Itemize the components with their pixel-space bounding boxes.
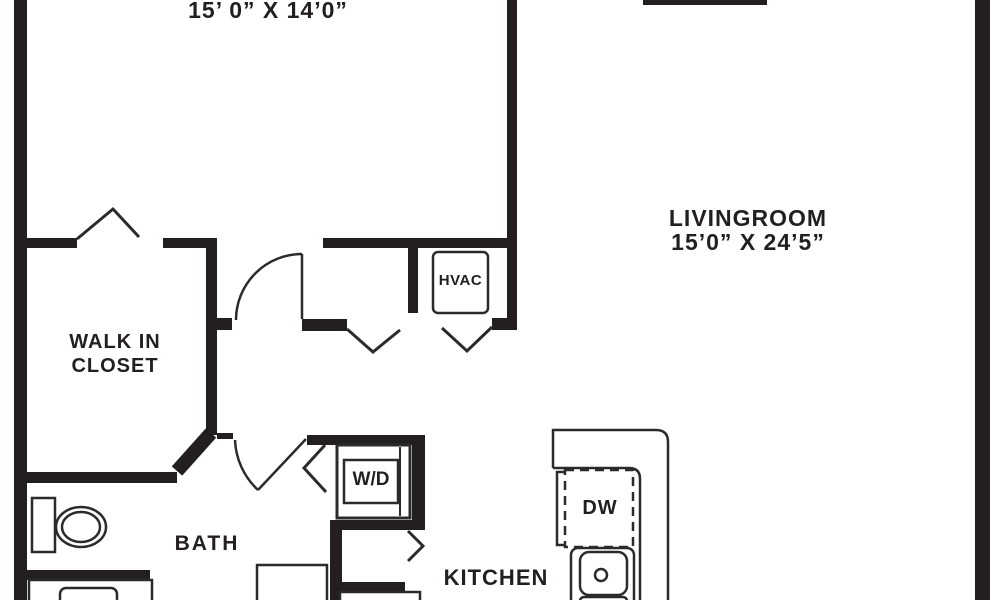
opening-markers [76, 206, 494, 563]
stove [338, 590, 422, 600]
bathtub [255, 563, 329, 600]
hvac-unit-box [431, 250, 490, 315]
left-exterior-wall [14, 0, 27, 600]
vanity-sink [58, 586, 119, 600]
bedroom-door-arc [234, 252, 303, 321]
bath-door-leaf [257, 438, 307, 491]
bath-label: BATH [174, 532, 240, 555]
walls [14, 0, 990, 600]
kitchen-sink-basin-bottom [578, 595, 629, 600]
kitchen-opening-chevron [406, 529, 426, 563]
top-wall-sliver [643, 0, 767, 5]
dishwasher-label: DW [582, 497, 618, 519]
bedroom-south-wall [302, 319, 347, 331]
closet-opening-chevron [76, 206, 141, 241]
wd-closet-right-wall [412, 435, 425, 530]
bath-kitchen-wall [330, 520, 342, 600]
dishwasher-box [563, 468, 635, 549]
bedroom-dimensions-label: 15’ 0” X 14’0” [188, 0, 348, 23]
bath-top-wall [27, 472, 177, 483]
kitchen-sink [569, 546, 636, 600]
divider-wall-foot [492, 318, 517, 330]
bath-door-arc [233, 439, 259, 491]
walk-in-closet-label: WALK IN CLOSET [60, 330, 170, 378]
livingroom-name: LIVINGROOM [668, 205, 828, 231]
wd-closet-opening-chevron [301, 443, 328, 494]
kitchen-south-wall [330, 582, 405, 592]
closet-right-wall [206, 238, 217, 435]
closet-angled-wall [171, 428, 217, 476]
hvac-opening-chevron [440, 325, 494, 354]
counter-outer-edge [551, 428, 670, 600]
wd-closet-bottom-wall [330, 520, 425, 530]
bedroom-closet-opening-chevron [346, 327, 401, 354]
right-exterior-wall [975, 0, 990, 600]
closet-top-wall-right [163, 238, 217, 248]
vanity-wall [27, 570, 150, 580]
livingroom-label: LIVINGROOM 15’0” X 24’5” [648, 206, 848, 254]
hvac-label: HVAC [438, 272, 483, 289]
wd-inner-box [342, 458, 400, 505]
walk-in-closet-line2: CLOSET [71, 355, 159, 377]
toilet-bowl-inner [60, 510, 102, 544]
toilet [30, 496, 108, 554]
washer-dryer-label: W/D [352, 469, 390, 490]
washer-dryer-unit [335, 443, 412, 520]
hvac-top-wall [323, 238, 507, 248]
wd-closet-top-wall [307, 435, 425, 445]
closet-top-wall-left [27, 238, 77, 248]
bedroom-living-divider-wall [507, 0, 517, 330]
hvac-left-wall [408, 248, 418, 313]
walk-in-closet-line1: WALK IN [69, 331, 161, 353]
counter-inner-edge [553, 466, 642, 600]
bath-vanity [27, 578, 154, 600]
kitchen-label: KITCHEN [443, 565, 549, 590]
doors [233, 252, 307, 491]
kitchen-sink-drain [593, 567, 609, 583]
bedroom-door-jamb-stub [217, 318, 232, 330]
bath-door-jamb-stub [217, 433, 233, 439]
livingroom-dimensions: 15’0” X 24’5” [671, 229, 825, 255]
toilet-tank [30, 496, 57, 554]
